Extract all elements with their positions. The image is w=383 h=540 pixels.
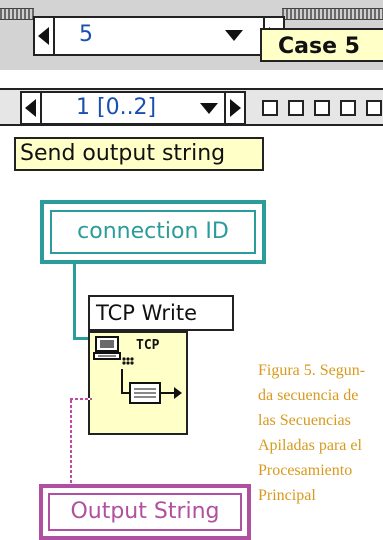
output-string-label: Output String [48,493,242,531]
tcp-write-node[interactable]: TCP [88,331,188,435]
sequence-description-label: Send output string [14,137,264,171]
film-hole-icon [340,100,356,116]
sequence-decrement-button[interactable] [22,93,42,123]
chevron-down-icon[interactable] [225,30,243,41]
caption-line: Procesamiento [258,462,353,479]
arrow-left-icon [25,99,36,117]
caption-line: Figura 5. Segun- [258,362,366,379]
string-wire[interactable] [70,398,92,400]
arrow-right-icon [230,99,241,117]
film-hole-icon [366,100,382,116]
sequence-selector[interactable]: 1 [0..2] [20,91,246,125]
caption-line: Apiladas para el [258,437,362,454]
film-hole-icon [288,100,304,116]
case-decrement-button[interactable] [35,18,55,54]
string-wire[interactable] [70,400,72,512]
connection-id-label: connection ID [50,210,256,254]
case-label: Case 5 [260,28,383,62]
caption-line: da secuencia de [258,387,359,404]
arrow-left-icon [38,27,49,45]
case-selector-value: 5 [79,22,93,47]
connection-id-terminal[interactable]: connection ID [40,200,266,264]
connection-wire[interactable] [73,264,76,340]
tcp-icon-text: TCP [136,338,160,353]
case-border-hatch-right [282,8,383,20]
chevron-down-icon[interactable] [200,103,218,114]
output-string-indicator[interactable]: Output String [39,484,251,540]
caption-line: Principal [258,487,316,504]
film-hole-icon [262,100,278,116]
film-hole-icon [314,100,330,116]
case-selector[interactable]: 5 [33,16,285,56]
sequence-increment-button[interactable] [224,93,244,123]
tcp-write-icon: TCP [93,336,182,404]
case-border-hatch-left [0,8,34,20]
tcp-write-label: TCP Write [88,295,234,331]
caption-line: las Secuencias [258,412,351,429]
figure-caption: Figura 5. Segun- da secuencia de las Sec… [258,358,383,508]
connection-wire[interactable] [73,337,91,340]
sequence-selector-value: 1 [0..2] [76,95,157,120]
